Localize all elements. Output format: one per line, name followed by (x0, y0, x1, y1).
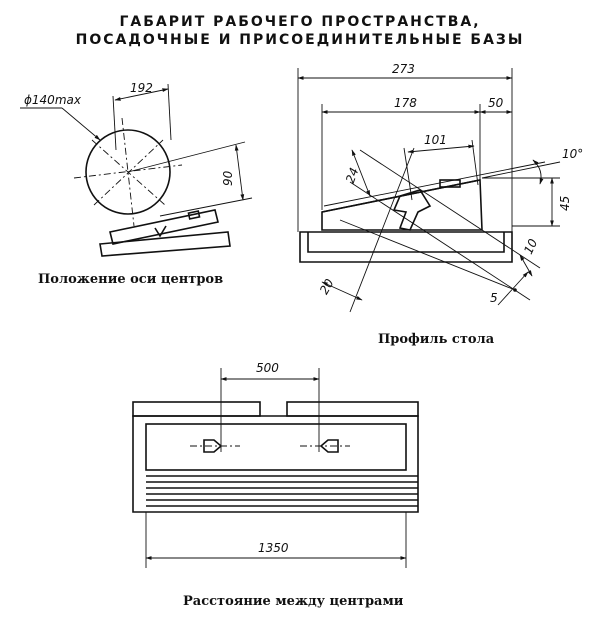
top-plate-left (132, 401, 261, 417)
slanted-table (109, 209, 219, 245)
table-base (99, 231, 231, 257)
dim-101-label: 101 (424, 133, 447, 147)
ref-line-top (323, 161, 546, 207)
dim-line-90 (234, 144, 245, 201)
table-recess (145, 423, 407, 471)
angle-ref-line (481, 161, 561, 179)
table-base-inner (307, 232, 505, 253)
center-line-diag-b (93, 139, 164, 206)
top-plate-right (286, 401, 419, 417)
dim-45-label: 45 (558, 196, 572, 211)
right-center (319, 439, 339, 453)
axis-ref-line-upper (127, 141, 246, 173)
dim-line-24 (351, 149, 371, 197)
dim-angle-label: 10° (562, 147, 583, 161)
dim-line-20 (321, 281, 363, 301)
dim-1350-label: 1350 (258, 541, 289, 555)
dim-20-label: 20 (317, 276, 337, 297)
dim-10-label: 10 (521, 236, 540, 256)
dim-line-5 (497, 271, 529, 306)
ext-line-101-left (403, 147, 413, 201)
caption-center-axis: Положение оси центров (38, 272, 224, 287)
ref-line-a (359, 149, 541, 269)
dim-500-label: 500 (256, 361, 279, 375)
ext-line-192-right (167, 83, 172, 141)
ext-line-192-left (112, 95, 117, 151)
table-top-slot (439, 179, 461, 188)
dim-line-10 (519, 254, 533, 277)
ext-line-101-right (471, 139, 479, 186)
angle-arc-10 (532, 159, 544, 185)
dim-line-101 (407, 144, 475, 154)
diameter-leader (61, 107, 101, 141)
dim-5-dot (513, 288, 517, 292)
table-base-channel (299, 231, 513, 263)
dim-diameter-label: ϕ140max (24, 93, 82, 107)
left-center (203, 439, 223, 453)
dim-50-label: 50 (488, 96, 504, 110)
dim-5-label: 5 (490, 291, 498, 305)
dim-178-label: 178 (394, 96, 417, 110)
table-profile-figure (297, 68, 561, 313)
ref-line-c (339, 219, 516, 291)
ref-line-b (349, 181, 531, 301)
centers-distance-figure (132, 368, 419, 568)
title-line-2: ПОСАДОЧНЫЕ И ПРИСОЕДИНИТЕЛЬНЫЕ БАЗЫ (75, 32, 525, 48)
t-slot (392, 189, 432, 231)
dim-273-label: 273 (392, 62, 415, 76)
table-slot (187, 210, 201, 220)
table-clamp (154, 225, 167, 238)
axis-ref-line-lower (159, 197, 253, 217)
dim-line-192 (114, 88, 169, 101)
table-frame (132, 415, 419, 513)
center-line-vertical (121, 117, 135, 227)
center-line-horizontal (73, 164, 183, 179)
dim-24-label: 24 (343, 166, 361, 185)
caption-table-profile: Профиль стола (378, 332, 495, 347)
dim-192-label: 192 (130, 81, 153, 95)
title-line-1: ГАБАРИТ РАБОЧЕГО ПРОСТРАНСТВА, (119, 14, 481, 30)
dim-90-label: 90 (221, 170, 235, 186)
caption-centers-distance: Расстояние между центрами (183, 594, 404, 609)
center-axis-figure (20, 83, 253, 257)
workpiece-circle (85, 129, 171, 215)
